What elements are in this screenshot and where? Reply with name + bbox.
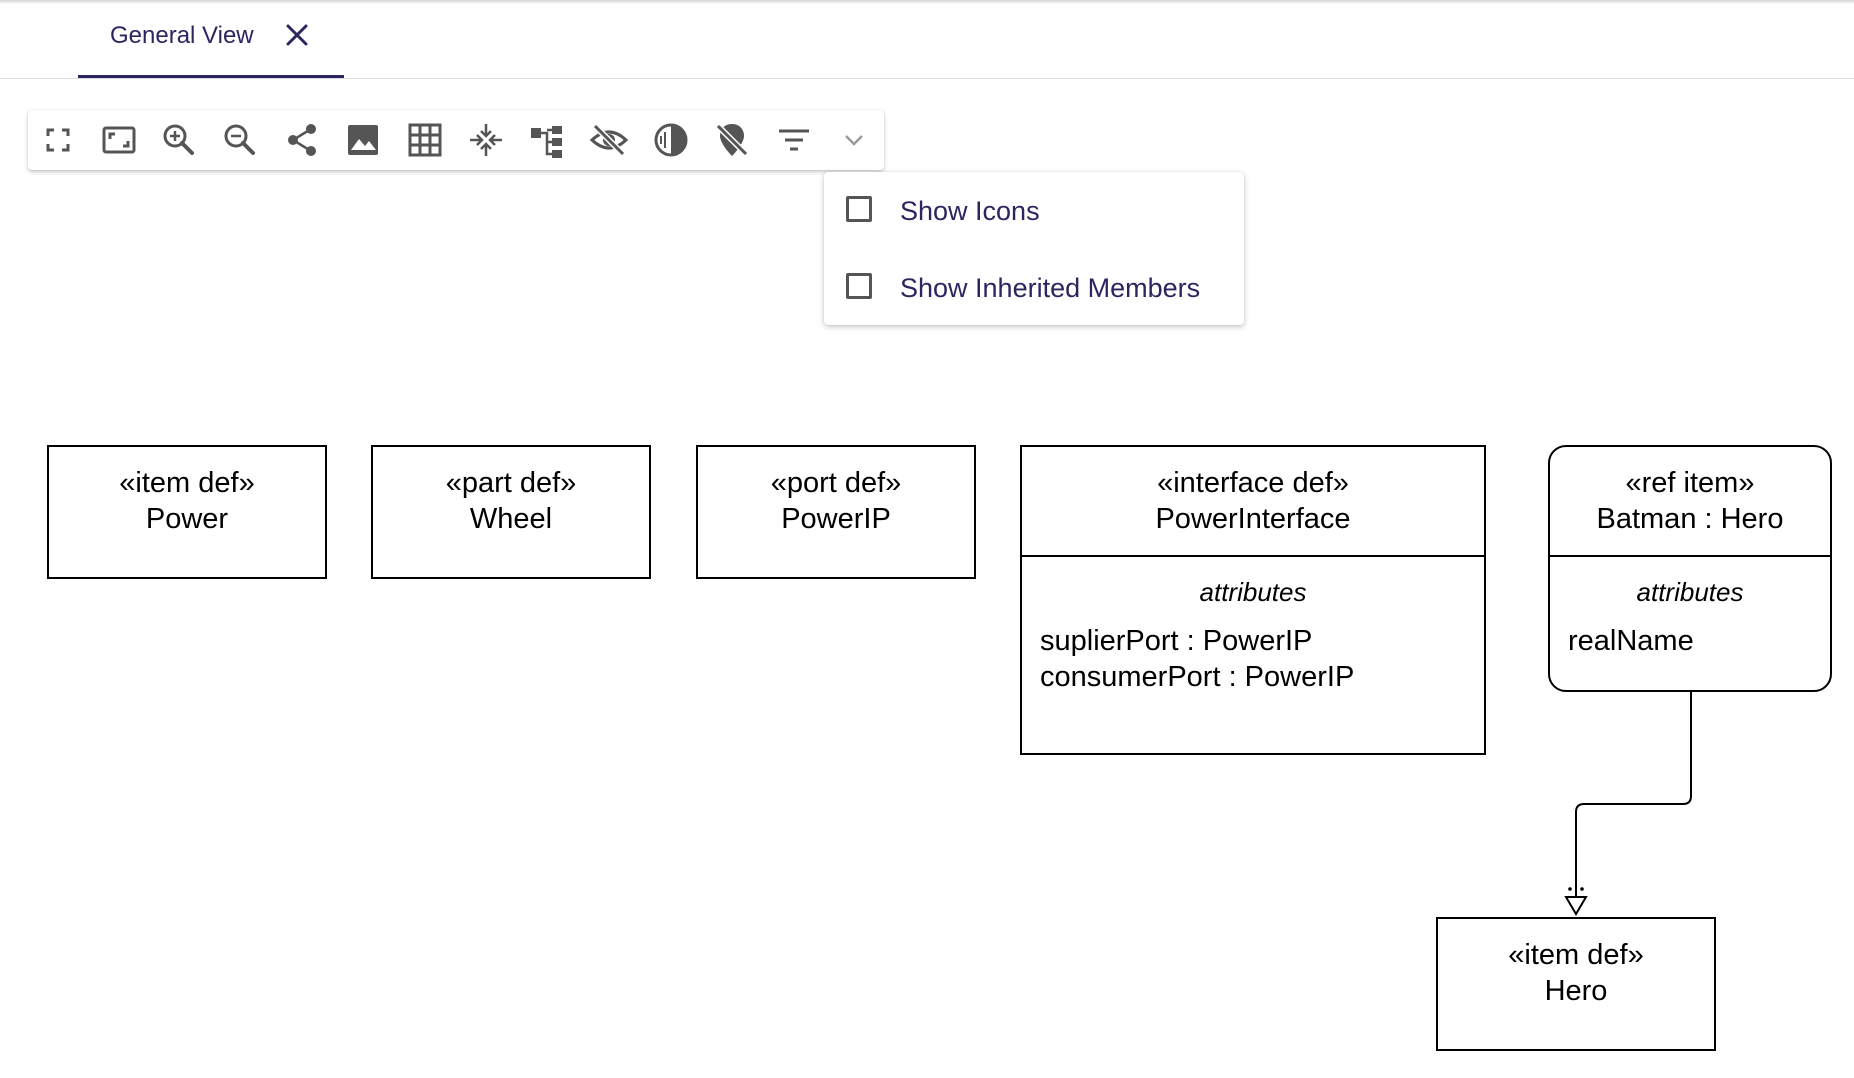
layout-icon[interactable] — [528, 120, 568, 160]
node-name: PowerInterface — [1155, 503, 1351, 535]
window-top-shadow — [0, 0, 1854, 4]
attribute-item[interactable]: realName — [1568, 625, 1694, 657]
edge-batman-to-hero — [1564, 692, 1692, 916]
node-name: Wheel — [469, 503, 553, 535]
grid-icon[interactable] — [405, 120, 445, 160]
node-name: Power — [145, 503, 229, 535]
node-stereotype: «interface def» — [1157, 467, 1349, 499]
hide-icon[interactable] — [589, 120, 629, 160]
fullscreen-icon[interactable] — [38, 120, 78, 160]
close-icon[interactable] — [280, 18, 314, 52]
zoom-out-icon[interactable] — [220, 120, 260, 160]
arrange-all-icon[interactable] — [466, 120, 506, 160]
node-wheel[interactable]: «part def» Wheel — [371, 445, 651, 579]
node-powerip[interactable]: «port def» PowerIP — [696, 445, 976, 579]
attribute-item[interactable]: suplierPort : PowerIP — [1040, 625, 1313, 657]
node-stereotype: «item def» — [1508, 939, 1644, 971]
show-icons-label: Show Icons — [900, 196, 1040, 226]
show-inherited-members-option[interactable]: Show Inherited Members — [824, 259, 1204, 315]
show-inherited-members-label: Show Inherited Members — [900, 273, 1201, 303]
node-power[interactable]: «item def» Power — [47, 445, 327, 579]
share-icon[interactable] — [282, 120, 322, 160]
export-image-icon[interactable] — [343, 120, 383, 160]
compartment-divider — [1550, 555, 1830, 557]
chevron-down-icon[interactable] — [834, 120, 874, 160]
zoom-in-icon[interactable] — [159, 120, 199, 160]
diagram-toolbar — [28, 110, 884, 170]
filter-icon[interactable] — [774, 120, 814, 160]
compartment-divider — [1022, 555, 1484, 557]
compartment-title: attributes — [1199, 577, 1307, 607]
node-hero[interactable]: «item def» Hero — [1436, 917, 1716, 1051]
node-batman[interactable]: «ref item» Batman : Hero attributes real… — [1548, 445, 1832, 692]
show-inherited-members-checkbox[interactable] — [846, 273, 872, 299]
attribute-item[interactable]: consumerPort : PowerIP — [1040, 661, 1355, 693]
pin-off-icon[interactable] — [712, 120, 752, 160]
tab-label: General View — [110, 22, 254, 49]
compartment-title: attributes — [1636, 577, 1744, 607]
filter-menu: Show Icons Show Inherited Members — [824, 172, 1244, 325]
node-name: Batman : Hero — [1596, 503, 1784, 535]
contrast-icon[interactable] — [651, 120, 691, 160]
tab-bar: General View — [0, 0, 1854, 79]
fit-to-screen-icon[interactable] — [99, 120, 139, 160]
node-stereotype: «port def» — [770, 467, 902, 499]
show-icons-checkbox[interactable] — [846, 196, 872, 222]
node-stereotype: «part def» — [445, 467, 577, 499]
node-stereotype: «ref item» — [1625, 467, 1755, 499]
node-name: Hero — [1544, 975, 1608, 1007]
node-stereotype: «item def» — [119, 467, 255, 499]
node-powerinterface[interactable]: «interface def» PowerInterface attribute… — [1020, 445, 1486, 755]
node-name: PowerIP — [781, 503, 891, 535]
show-icons-option[interactable]: Show Icons — [824, 182, 1204, 238]
tab-general-view[interactable]: General View — [78, 0, 344, 78]
